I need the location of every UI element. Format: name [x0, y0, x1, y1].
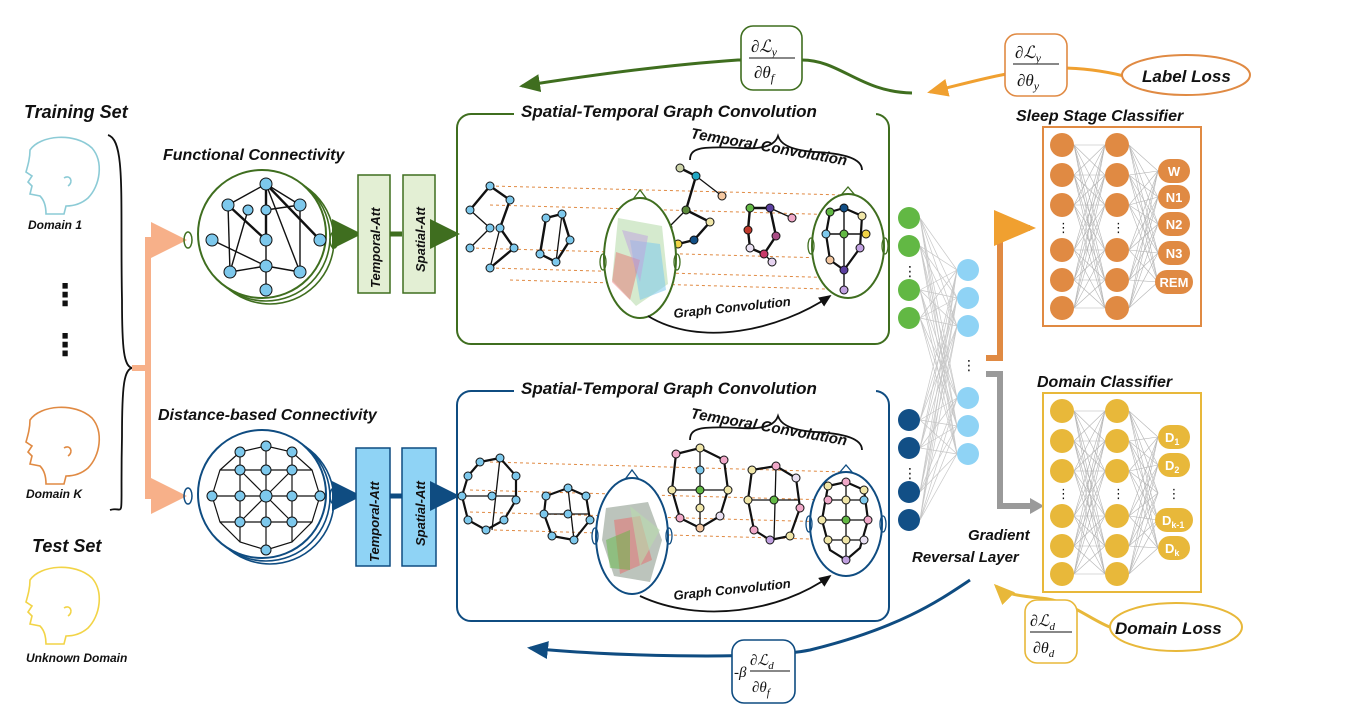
formula-grad-d-d: ∂ℒd ∂θd — [1030, 613, 1072, 660]
grl-arrowhead — [1030, 498, 1044, 514]
domain-mlp-layer-1 — [1050, 399, 1074, 586]
feature-gradient-arrow-bottom — [527, 578, 971, 659]
fc-connections — [919, 217, 958, 521]
sleep-stage-n3 — [1158, 241, 1190, 265]
test-set-label: Test Set — [32, 536, 102, 556]
sleep-stage-n1 — [1158, 185, 1190, 209]
svg-text:∂ℒd: ∂ℒd — [750, 653, 774, 672]
vertical-dots-1: ⋮ — [50, 278, 80, 313]
green-nodes-dots: ⋮ — [903, 264, 917, 280]
sleep-stage-label: N2 — [1166, 217, 1183, 232]
svg-text:-β: -β — [734, 665, 747, 681]
domain-mlp-layer-2 — [1105, 399, 1129, 586]
domain-output-dots: ⋮ — [1168, 487, 1181, 502]
svg-text:∂θy: ∂θy — [1017, 71, 1040, 93]
domain-k-label: Domain K — [26, 487, 83, 501]
to-domain-classifier-arrow — [986, 371, 1030, 509]
head-unknown-domain-icon — [25, 566, 100, 645]
domain-1-label: Domain 1 — [28, 218, 82, 232]
label-loss-label: Label Loss — [1142, 67, 1231, 86]
domain-output-2 — [1158, 453, 1190, 477]
domain-loss-label: Domain Loss — [1115, 619, 1222, 638]
unknown-domain-label: Unknown Domain — [26, 651, 127, 665]
temporal-att-label-bottom: Temporal-Att — [367, 481, 382, 562]
distance-connectivity-label: Distance-based Connectivity — [158, 407, 378, 424]
shared-feature-nodes — [957, 259, 979, 465]
sleep-stage-label: REM — [1160, 275, 1189, 290]
temporal-att-block-top — [357, 174, 391, 294]
spatial-att-block-top — [402, 174, 436, 294]
graph-convolution-label-bottom: Graph Convolution — [673, 576, 792, 603]
navy-feature-nodes — [898, 409, 920, 531]
temporal-att-label-top: Temporal-Att — [368, 207, 383, 288]
functional-connectivity-graph — [183, 169, 339, 305]
temporal-att-block-bottom — [355, 447, 391, 567]
label-loss-ellipse — [1121, 54, 1251, 96]
head-domain-1-icon — [25, 136, 100, 215]
domain-classifier-title: Domain Classifier — [1037, 374, 1173, 391]
navy-nodes-dots: ⋮ — [903, 466, 917, 482]
svg-text:∂ℒd: ∂ℒd — [1030, 613, 1055, 633]
spatial-att-label-bottom: Spatial-Att — [413, 480, 428, 546]
gradient-reversal-label-1: Gradient — [968, 527, 1031, 544]
feature-gradient-arrow-top — [519, 58, 913, 95]
sleep-stage-n2 — [1158, 212, 1190, 236]
sleep-stage-w — [1158, 159, 1190, 183]
formula-grad-d-f: -β ∂ℒd ∂θf — [734, 653, 790, 699]
formula-box-grad-y-y — [1004, 33, 1068, 97]
domain-l1-dots: ⋮ — [1057, 487, 1070, 502]
domain-output-label: D2 — [1165, 458, 1179, 475]
sleep-mlp-layer-2 — [1105, 133, 1129, 320]
sleep-mlp-layer-1 — [1050, 133, 1074, 320]
gradient-reversal-label-2: Reversal Layer — [912, 549, 1020, 566]
domain-output-label: Dk-1 — [1162, 513, 1184, 530]
svg-text:∂θf: ∂θf — [752, 680, 772, 699]
sleep-stage-rem — [1155, 270, 1193, 294]
graph-convolution-arrow-top — [647, 294, 832, 334]
svg-text:∂ℒy: ∂ℒy — [1015, 43, 1042, 65]
svg-text:∂ℒy: ∂ℒy — [751, 37, 778, 59]
formula-grad-y-f: ∂ℒy ∂θf — [749, 37, 795, 85]
head-domain-k-icon — [25, 406, 100, 485]
svg-text:∂θd: ∂θd — [1033, 640, 1055, 660]
domain-output-label: D1 — [1165, 430, 1179, 447]
sleep-l1-dots: ⋮ — [1057, 221, 1070, 236]
stgc-title-top: Spatial-Temporal Graph Convolution — [521, 102, 817, 121]
graph-convolution-label-top: Graph Convolution — [673, 294, 792, 321]
sleep-mlp-edges — [1073, 144, 1159, 309]
distance-connectivity-graph — [183, 429, 339, 565]
formula-grad-y-y: ∂ℒy ∂θy — [1013, 43, 1059, 93]
sleep-stage-label: N3 — [1166, 246, 1183, 261]
domain-l2-dots: ⋮ — [1112, 487, 1125, 502]
domain-output-k-1 — [1155, 508, 1193, 532]
spatial-att-label-top: Spatial-Att — [413, 206, 428, 272]
stgc-top-content: Temporal Convolution Graph Convolution — [465, 125, 889, 334]
green-feature-nodes — [898, 207, 920, 329]
domain-output-1 — [1158, 425, 1190, 449]
sleep-l2-dots: ⋮ — [1112, 221, 1125, 236]
sleep-stage-classifier-title: Sleep Stage Classifier — [1016, 108, 1184, 125]
domain-loss-gradient-arrow — [993, 583, 1113, 630]
sleep-stage-label: N1 — [1166, 190, 1183, 205]
svg-text:∂θf: ∂θf — [754, 63, 776, 85]
graph-convolution-arrow-bottom — [639, 574, 832, 613]
vertical-dots-2: ⋮ — [50, 328, 80, 363]
sleep-stage-label: W — [1168, 164, 1181, 179]
domain-loss-ellipse — [1109, 602, 1243, 652]
input-flow-arrows — [132, 222, 187, 514]
domain-mlp-edges — [1073, 410, 1159, 575]
domain-output-label: Dk — [1165, 541, 1180, 558]
functional-connectivity-label: Functional Connectivity — [163, 147, 345, 164]
training-set-brace — [107, 134, 133, 511]
stgc-bottom-content: Temporal Convolution Graph Convolution — [457, 405, 887, 613]
training-set-label: Training Set — [24, 102, 129, 122]
to-sleep-classifier-arrow — [986, 210, 1036, 361]
shared-nodes-dots: ⋮ — [962, 358, 976, 374]
stgc-title-bottom: Spatial-Temporal Graph Convolution — [521, 379, 817, 398]
domain-output-k — [1158, 536, 1190, 560]
